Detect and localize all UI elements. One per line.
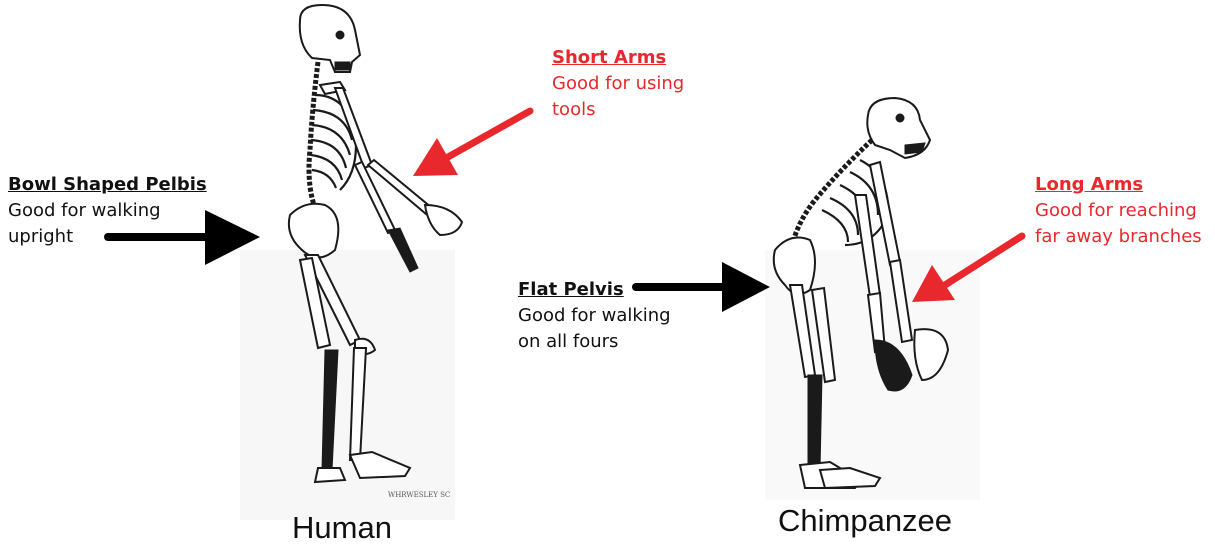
short-arms-description: Good for using tools	[552, 71, 684, 123]
flat-pelvis-heading: Flat Pelvis	[518, 277, 671, 303]
flat-pelvis-description: Good for walking on all fours	[518, 303, 671, 355]
long-arms-annotation: Long Arms Good for reaching far away bra…	[1035, 172, 1202, 250]
bowl-pelvis-annotation: Bowl Shaped Pelbis Good for walking upri…	[8, 172, 207, 250]
flat-pelvis-annotation: Flat Pelvis Good for walking on all four…	[518, 277, 671, 355]
short-arms-annotation: Short Arms Good for using tools	[552, 45, 684, 123]
long-arms-heading: Long Arms	[1035, 172, 1202, 198]
short-arms-arrow-icon	[413, 111, 530, 176]
human-label: Human	[292, 510, 392, 546]
bowl-pelvis-heading: Bowl Shaped Pelbis	[8, 172, 207, 198]
human-skeleton	[240, 5, 462, 520]
chimpanzee-label: Chimpanzee	[778, 503, 952, 539]
short-arms-heading: Short Arms	[552, 45, 684, 71]
long-arms-description: Good for reaching far away branches	[1035, 198, 1202, 250]
bowl-pelvis-description: Good for walking upright	[8, 198, 207, 250]
engraver-signature: WHRWESLEY SC	[388, 491, 450, 499]
